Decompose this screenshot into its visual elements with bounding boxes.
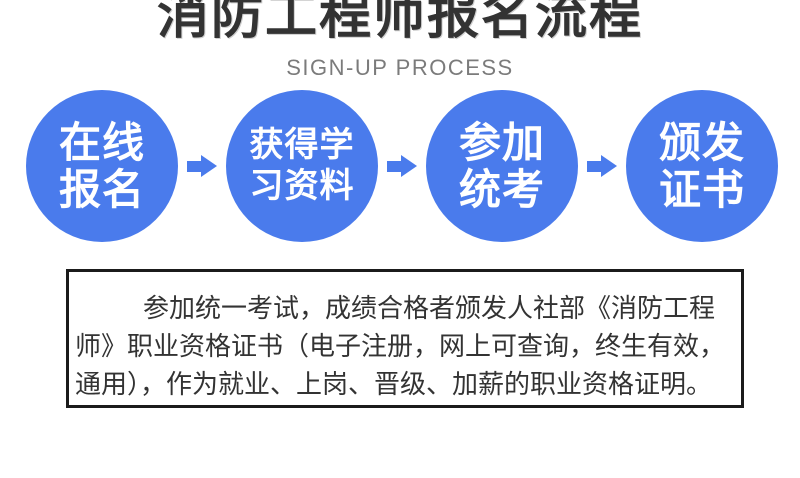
- step-label-line: 习资料: [249, 167, 355, 205]
- notice-text-line-3: 通用），作为就业、上岗、晋级、加薪的职业资格证明。: [75, 369, 713, 399]
- arrow-right-icon: [378, 155, 426, 177]
- page-title: 消防工程师报名流程: [156, 0, 643, 45]
- notice-text-line-2: 师》职业资格证书（电子注册，网上可查询，终生有效，: [75, 331, 726, 361]
- step-circle-get-study-materials: 获得学 习资料: [226, 90, 378, 242]
- arrow-tail: [587, 160, 601, 172]
- notice-text-line-1: 参加统一考试，成绩合格者颁发人社部《消防工程: [143, 293, 716, 323]
- arrow-tail: [187, 160, 201, 172]
- step-label-line: 证书: [658, 166, 745, 213]
- arrow-head: [201, 155, 217, 177]
- arrow-head: [401, 155, 417, 177]
- notice-box: 参加统一考试，成绩合格者颁发人社部《消防工程 师》职业资格证书（电子注册，网上可…: [66, 269, 744, 408]
- step-circle-issue-certificate: 颁发 证书: [626, 90, 778, 242]
- step-label-line: 在线: [58, 119, 145, 166]
- arrow-right-icon: [578, 155, 626, 177]
- arrow-right-icon: [178, 155, 226, 177]
- step-circle-take-unified-exam: 参加 统考: [426, 90, 578, 242]
- step-label-line: 统考: [458, 166, 545, 213]
- process-steps-row: 在线 报名 获得学 习资料 参加 统考 颁发 证书: [26, 90, 778, 242]
- step-label-line: 报名: [58, 166, 145, 213]
- arrow-tail: [387, 160, 401, 172]
- step-label-line: 颁发: [658, 119, 745, 166]
- signup-process-infographic: 消防工程师报名流程 SIGN-UP PROCESS 在线 报名 获得学 习资料 …: [26, 0, 778, 408]
- step-label-line: 参加: [458, 119, 545, 166]
- step-label-line: 获得学: [249, 126, 355, 164]
- arrow-head: [601, 155, 617, 177]
- step-circle-online-registration: 在线 报名: [26, 90, 178, 242]
- page-subtitle: SIGN-UP PROCESS: [286, 55, 514, 80]
